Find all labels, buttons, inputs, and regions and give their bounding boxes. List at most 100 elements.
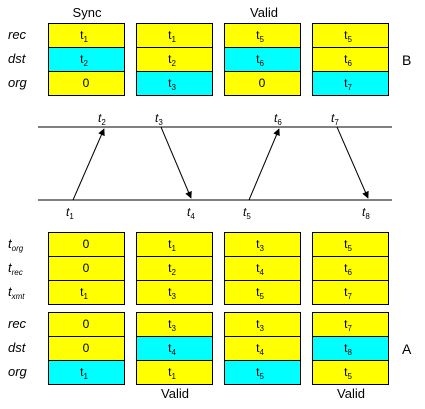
register-cell	[224, 312, 301, 337]
register-cell	[224, 280, 301, 305]
register-cell	[136, 280, 213, 305]
row-label: org	[8, 75, 28, 90]
message-arrow-t7-t8	[336, 126, 369, 199]
register-cell	[312, 256, 389, 281]
value-subscript: 6	[347, 268, 352, 277]
value-subscript: 8	[365, 212, 370, 221]
value-base: t	[344, 52, 348, 66]
value-subscript: 4	[259, 348, 264, 357]
row-label: txmt	[8, 284, 25, 301]
value-base: 0	[83, 237, 90, 251]
cell-value: t5	[344, 28, 352, 44]
register-cell	[312, 360, 389, 385]
register-cell	[136, 71, 213, 96]
row-label: dst	[8, 340, 27, 355]
cell-value: t4	[168, 341, 176, 357]
value-base: t	[168, 52, 172, 66]
value-subscript: 1	[83, 372, 88, 381]
cell-value: t8	[344, 341, 352, 357]
value-subscript: org	[12, 244, 24, 253]
register-cell	[312, 336, 389, 361]
value-base: 0	[83, 76, 90, 90]
message-arrow-t1-t2	[72, 128, 105, 201]
value-subscript: 5	[259, 372, 264, 381]
cell-value: t7	[344, 285, 352, 301]
cell-value: t1	[168, 237, 176, 253]
cell-value: 0	[259, 76, 266, 90]
timeline-label-upper: t3	[155, 111, 163, 127]
cell-value: t6	[256, 52, 264, 68]
value-subscript: 2	[101, 118, 106, 127]
cell-value: t1	[80, 365, 88, 381]
cell-value: t4	[256, 261, 264, 277]
cell-value: t3	[168, 317, 176, 333]
value-base: t	[344, 317, 348, 331]
register-cell	[312, 47, 389, 72]
value-subscript: 1	[171, 244, 176, 253]
value-base: t	[66, 205, 70, 219]
timeline-label-lower: t5	[243, 205, 251, 221]
value-subscript: 3	[171, 324, 176, 333]
cell-value: t3	[256, 317, 264, 333]
register-cell	[136, 23, 213, 48]
caption-valid-bottom-1: Valid	[161, 386, 189, 401]
value-subscript: 6	[259, 59, 264, 68]
cell-value: t1	[168, 28, 176, 44]
register-cell	[48, 280, 125, 305]
register-cell	[312, 23, 389, 48]
cell-value: t7	[344, 317, 352, 333]
register-cell	[48, 71, 125, 96]
value-subscript: 4	[259, 268, 264, 277]
register-cell	[48, 360, 125, 385]
register-cell	[224, 232, 301, 257]
row-label: org	[8, 364, 28, 379]
register-cell	[136, 47, 213, 72]
value-base: t	[80, 28, 84, 42]
cell-value: t1	[80, 285, 88, 301]
cell-value: t1	[168, 365, 176, 381]
value-base: t	[362, 205, 366, 219]
value-base: t	[80, 365, 84, 379]
cell-value: t5	[256, 365, 264, 381]
value-base: t	[344, 285, 348, 299]
value-base: t	[98, 111, 102, 125]
value-subscript: 4	[171, 348, 176, 357]
value-base: t	[8, 236, 13, 251]
register-cell	[48, 232, 125, 257]
register-cell	[224, 360, 301, 385]
value-base: t	[168, 285, 172, 299]
register-cell	[48, 23, 125, 48]
value-subscript: xmt	[11, 292, 26, 301]
value-subscript: rec	[12, 268, 23, 277]
register-cell	[312, 232, 389, 257]
value-subscript: 8	[347, 348, 352, 357]
cell-value: t6	[344, 52, 352, 68]
side-label-a: A	[402, 341, 412, 357]
value-subscript: 5	[246, 212, 251, 221]
register-cell	[312, 280, 389, 305]
value-base: t	[168, 341, 172, 355]
value-base: t	[256, 237, 260, 251]
register-cell	[136, 312, 213, 337]
register-cell	[136, 360, 213, 385]
cell-value: 0	[83, 237, 90, 251]
value-subscript: 3	[171, 83, 176, 92]
value-base: t	[344, 28, 348, 42]
value-subscript: 7	[347, 83, 352, 92]
timeline-label-lower: t8	[362, 205, 370, 221]
register-cell	[224, 71, 301, 96]
value-subscript: 7	[334, 118, 339, 127]
value-subscript: 1	[83, 35, 88, 44]
value-base: 0	[83, 261, 90, 275]
value-base: t	[256, 52, 260, 66]
value-subscript: 6	[277, 118, 282, 127]
